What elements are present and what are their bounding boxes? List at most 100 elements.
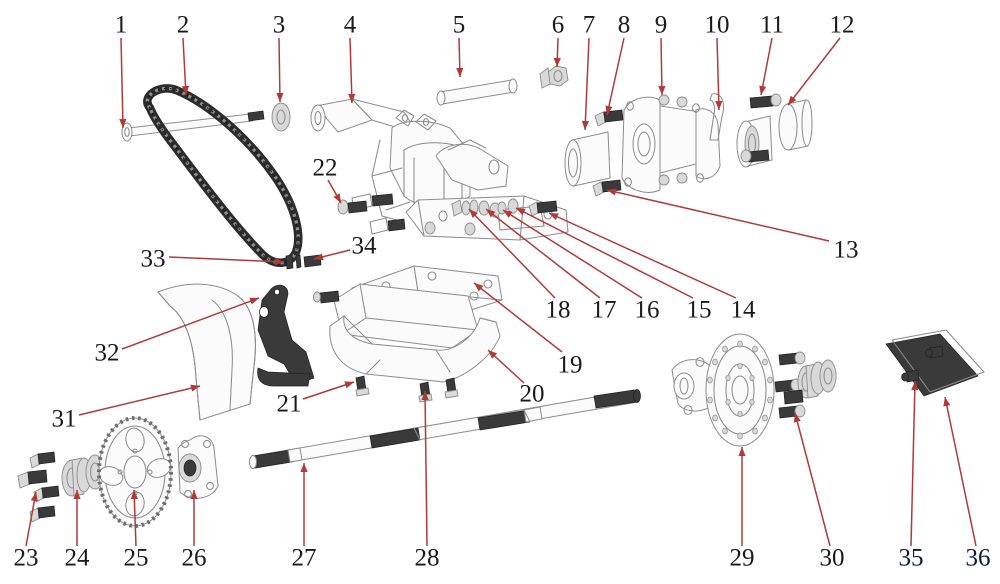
arrowhead-6 xyxy=(553,57,561,67)
leader-line-35 xyxy=(910,380,916,547)
arrowhead-5 xyxy=(456,67,464,77)
part-rear-axle-shaft xyxy=(249,389,641,469)
callout-number-12: 12 xyxy=(829,11,855,39)
leader-line-36 xyxy=(944,396,977,547)
part-drive-chain xyxy=(143,84,303,267)
part-swing-arm xyxy=(310,78,569,241)
part-bearing-collar xyxy=(564,131,611,187)
callout-number-11: 11 xyxy=(759,11,785,39)
leader-line-11 xyxy=(760,37,773,96)
arrowhead-35 xyxy=(911,381,919,391)
arrowhead-19 xyxy=(474,283,484,292)
callout-number-31: 31 xyxy=(51,405,77,433)
arrowhead-8 xyxy=(605,105,613,115)
leader-line-2 xyxy=(182,37,187,96)
arrowhead-9 xyxy=(658,85,666,95)
callout-number-15: 15 xyxy=(686,296,712,324)
callout-number-25: 25 xyxy=(123,544,149,572)
leader-line-13 xyxy=(606,189,830,242)
callout-number-7: 7 xyxy=(582,11,596,39)
callout-number-34: 34 xyxy=(351,232,377,260)
arrowhead-28 xyxy=(421,391,429,401)
arrowhead-32 xyxy=(249,297,259,305)
callout-number-26: 26 xyxy=(181,544,207,572)
callout-number-13: 13 xyxy=(833,236,859,264)
callout-number-9: 9 xyxy=(654,11,668,39)
callout-number-4: 4 xyxy=(343,11,357,39)
arrowhead-11 xyxy=(759,85,767,95)
leader-line-8 xyxy=(606,37,625,116)
callout-number-2: 2 xyxy=(176,11,190,39)
part-seal-retainer xyxy=(736,93,782,168)
arrowhead-20 xyxy=(488,350,498,359)
callout-number-1: 1 xyxy=(114,11,128,39)
leader-arrowheads xyxy=(30,57,951,502)
leader-lines xyxy=(25,37,977,547)
part-wheel-hub xyxy=(621,93,725,193)
arrowhead-22 xyxy=(333,193,341,203)
leader-line-31 xyxy=(78,385,201,416)
leader-line-12 xyxy=(787,37,841,106)
arrowhead-21 xyxy=(344,381,354,389)
part-rear-sprocket xyxy=(97,416,173,528)
callout-number-6: 6 xyxy=(551,11,565,39)
leader-line-7 xyxy=(584,37,590,131)
arrowhead-26 xyxy=(190,490,198,499)
callout-number-21: 21 xyxy=(276,390,302,418)
arrowhead-16 xyxy=(503,210,513,218)
part-loose-bolts xyxy=(313,199,459,403)
callout-number-28: 28 xyxy=(414,544,440,572)
arrowhead-1 xyxy=(119,118,127,128)
leader-line-18 xyxy=(468,208,556,299)
leader-line-19 xyxy=(473,282,563,353)
callout-number-32: 32 xyxy=(94,339,120,367)
callout-number-33: 33 xyxy=(140,245,166,273)
arrowhead-17 xyxy=(486,209,496,218)
arrowhead-10 xyxy=(715,100,723,110)
part-chain-guard xyxy=(885,329,985,397)
leader-line-4 xyxy=(349,37,353,104)
leader-line-1 xyxy=(120,37,124,129)
part-washer-3 xyxy=(271,102,291,132)
arrowhead-23 xyxy=(30,492,38,502)
callout-number-23: 23 xyxy=(13,544,39,572)
part-brake-stay-bracket xyxy=(257,284,315,387)
arrowhead-31 xyxy=(190,384,200,392)
arrowhead-18 xyxy=(469,209,478,218)
leader-line-32 xyxy=(121,297,260,350)
leader-line-17 xyxy=(485,208,601,299)
arrowhead-29 xyxy=(738,447,746,456)
part-flange-bolts xyxy=(17,451,60,523)
part-skid-plate xyxy=(329,283,501,383)
arrowhead-30 xyxy=(793,413,801,423)
callout-number-35: 35 xyxy=(898,544,924,572)
leader-line-3 xyxy=(278,37,281,103)
leader-line-28 xyxy=(424,390,428,547)
arrowhead-27 xyxy=(300,463,308,472)
callout-number-10: 10 xyxy=(704,11,730,39)
arrowhead-34 xyxy=(314,253,324,261)
callout-number-3: 3 xyxy=(272,11,286,39)
leader-line-25 xyxy=(133,489,137,547)
part-brake-disc xyxy=(705,333,775,447)
arrowhead-36 xyxy=(943,397,951,407)
part-end-cap xyxy=(778,99,813,151)
arrowhead-24 xyxy=(73,490,81,499)
leader-line-10 xyxy=(716,37,720,111)
arrowhead-2 xyxy=(181,85,190,95)
part-disc-bolts xyxy=(774,351,837,419)
arrowhead-4 xyxy=(348,93,356,103)
callout-number-22: 22 xyxy=(312,154,338,182)
callout-number-16: 16 xyxy=(634,296,660,324)
arrowhead-12 xyxy=(788,95,797,105)
callout-number-24: 24 xyxy=(64,544,90,572)
callout-number-5: 5 xyxy=(452,11,466,39)
callout-number-18: 18 xyxy=(545,296,571,324)
arrowhead-7 xyxy=(581,120,589,130)
callout-number-17: 17 xyxy=(591,296,617,324)
leader-line-16 xyxy=(502,209,643,299)
part-sprocket-hub xyxy=(177,435,219,499)
callout-number-19: 19 xyxy=(557,351,583,379)
